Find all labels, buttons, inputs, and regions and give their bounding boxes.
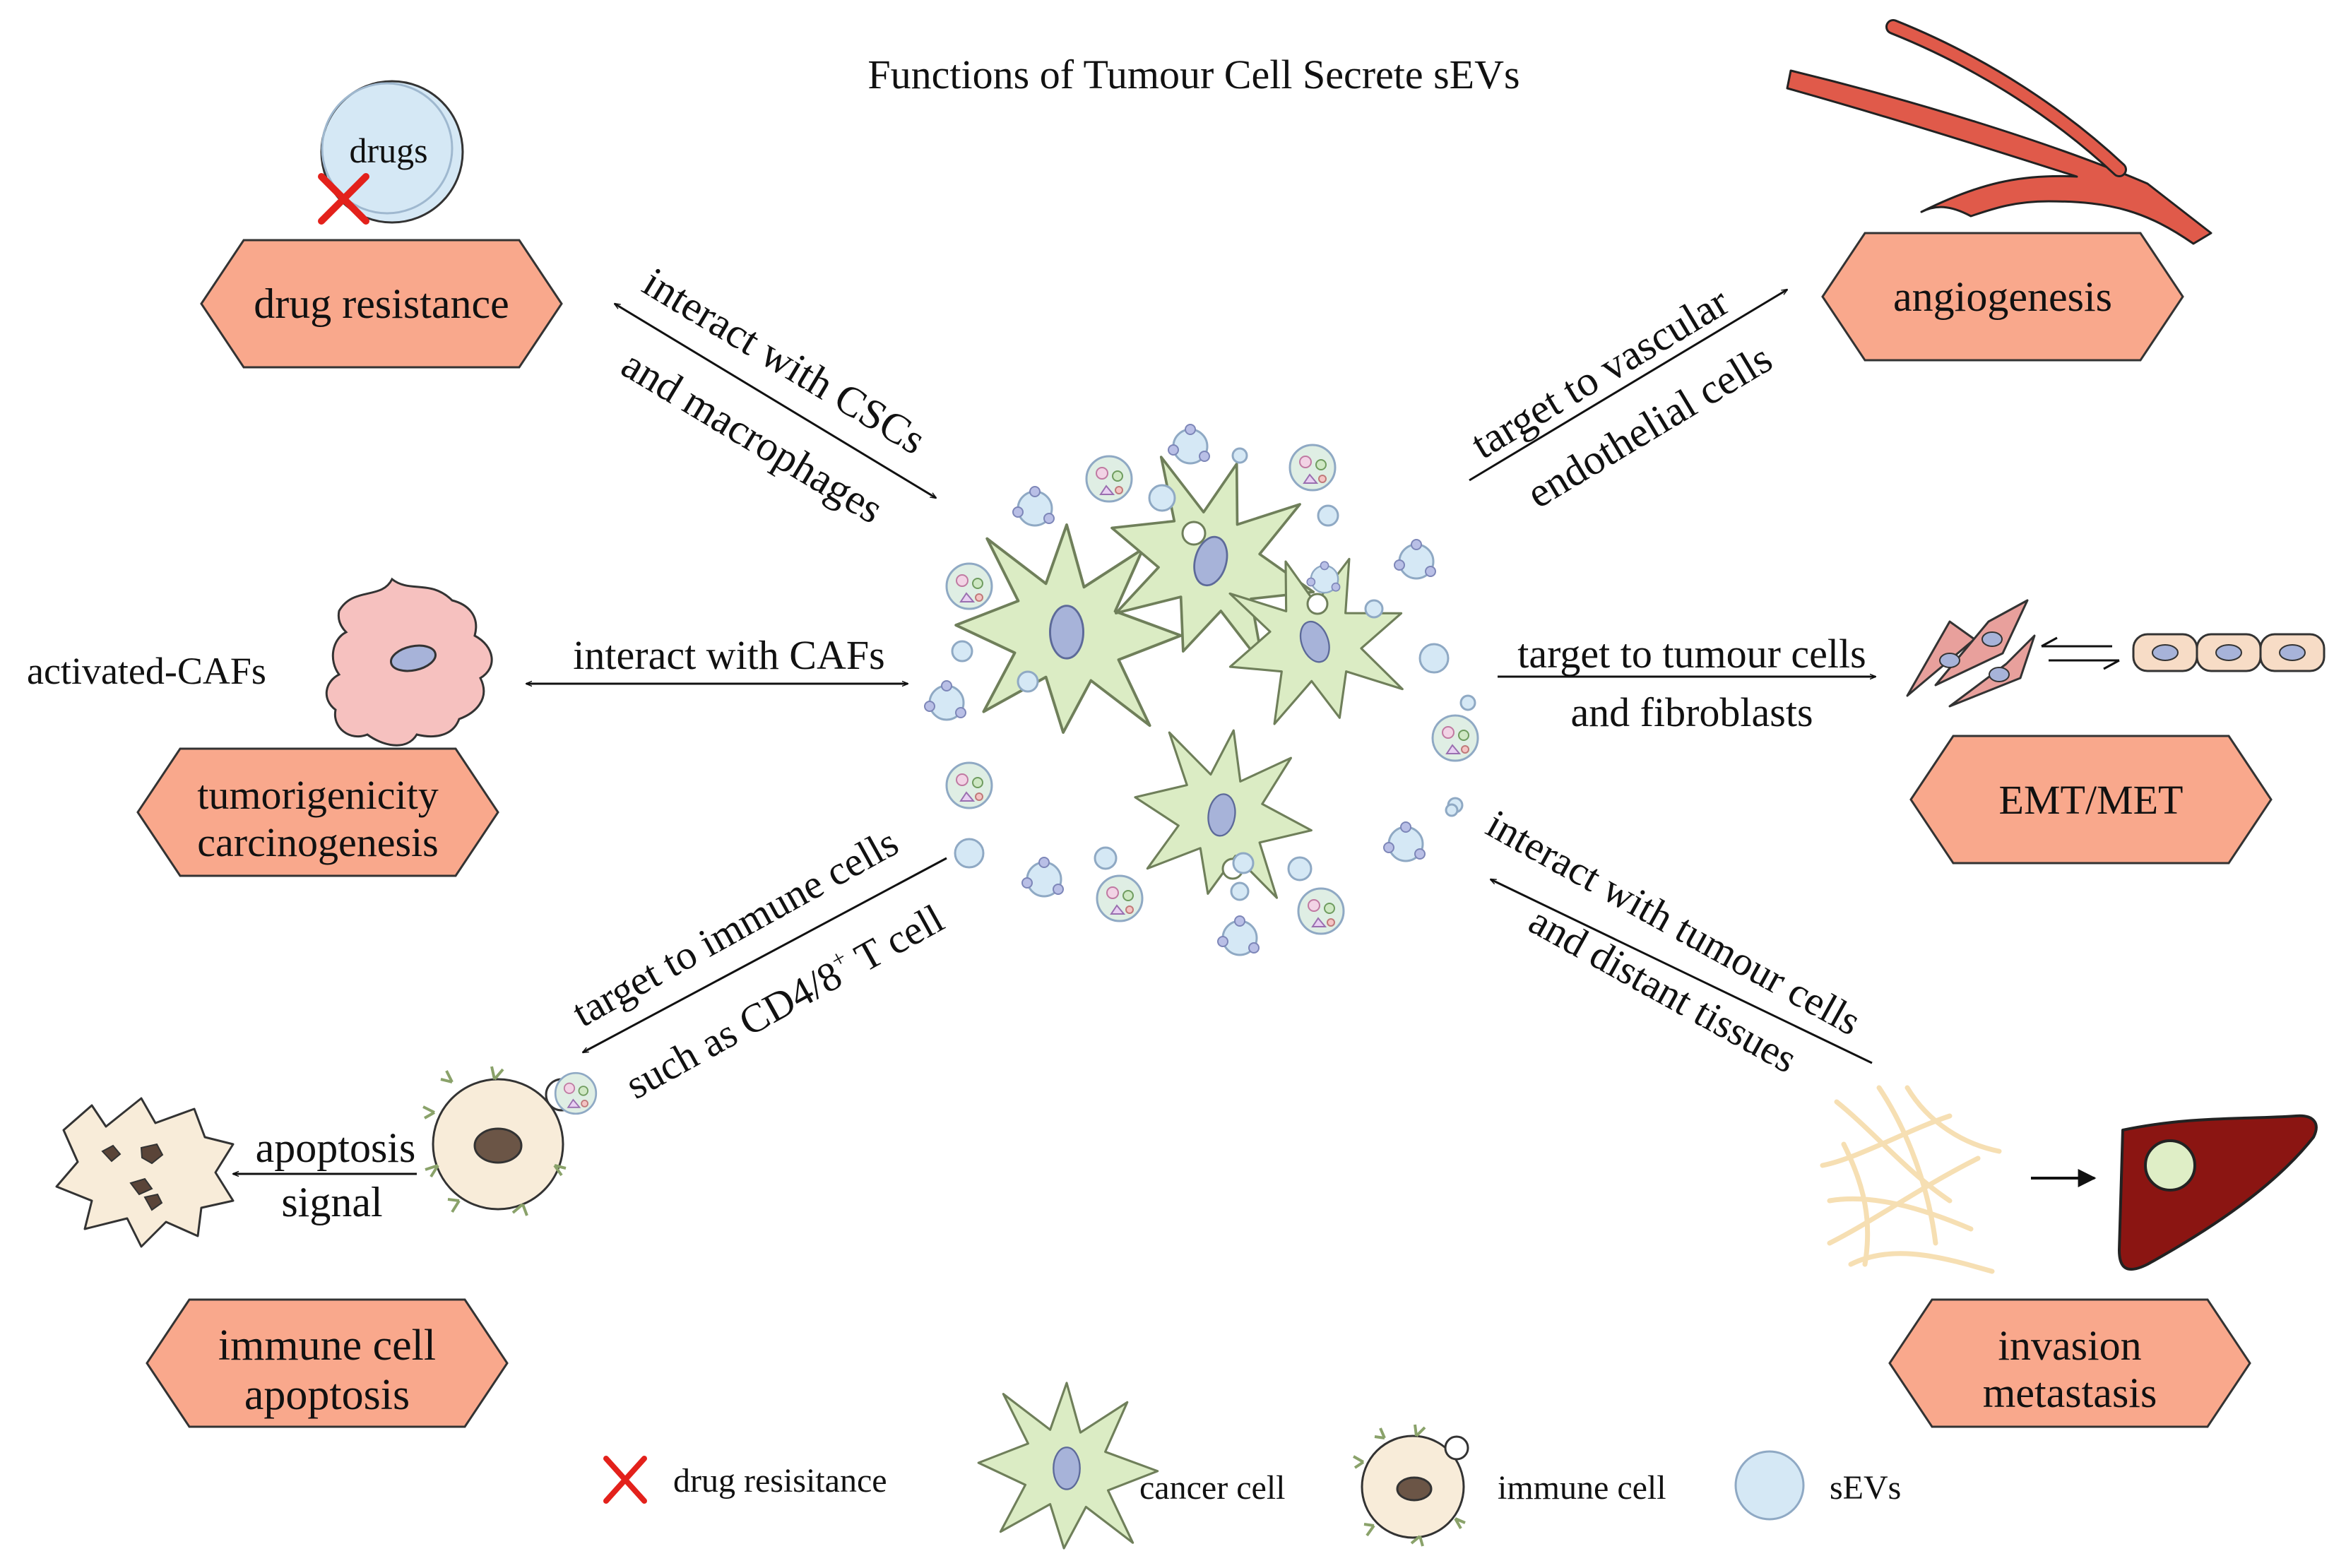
- arrow-tumour-fibro-line1: target to tumour cells: [1517, 631, 1866, 677]
- function-angiogenesis: angiogenesis: [1893, 273, 2112, 320]
- immune-cell-icon: [422, 1066, 598, 1216]
- sev: [951, 640, 973, 663]
- legend-sevs: sEVs: [1830, 1469, 1901, 1507]
- function-drug-resistance: drug resistance: [254, 280, 509, 327]
- hexagon-drug-resistance: drug resistance: [200, 239, 563, 369]
- sev-dotted: [1393, 538, 1437, 580]
- arrow-cafs-label: interact with CAFs: [573, 632, 884, 678]
- sev-cargo: [945, 562, 993, 610]
- diagram-title: Functions of Tumour Cell Secrete sEVs: [867, 52, 1519, 97]
- function-tumorigenicity-line1: tumorigenicity: [197, 772, 439, 818]
- legend-cross-icon: [603, 1456, 647, 1504]
- sev: [1231, 447, 1248, 464]
- sev-dotted: [1167, 423, 1211, 465]
- hexagon-angiogenesis: angiogenesis: [1821, 232, 2184, 362]
- arrow-tumour-fibro-line2: and fibroblasts: [1570, 689, 1813, 735]
- sev-cargo: [1288, 444, 1337, 492]
- sev-dotted: [1216, 915, 1260, 956]
- sev: [1364, 599, 1384, 619]
- sev: [1418, 643, 1450, 674]
- legend-sev-icon: [1734, 1450, 1805, 1521]
- drugs-label: drugs: [349, 131, 427, 170]
- function-invasion-line2: metastasis: [1983, 1370, 2157, 1416]
- sev-cargo: [1431, 714, 1479, 762]
- sev-dotted: [1012, 485, 1055, 527]
- activated-cafs-label: activated-CAFs: [27, 650, 266, 692]
- liver-icon: [2118, 1114, 2318, 1271]
- blood-vessel-icon: [1786, 19, 2212, 245]
- sev-cargo: [945, 761, 993, 809]
- tumour-cell-cluster: [923, 423, 1479, 956]
- sev: [1232, 852, 1255, 874]
- sev: [1230, 881, 1250, 901]
- sev-cargo: [1096, 874, 1144, 922]
- sev: [1287, 856, 1313, 881]
- function-tumorigenicity-line2: carcinogenesis: [197, 819, 438, 865]
- hexagon-emt: EMT/MET: [1909, 735, 2273, 865]
- apoptosis-signal-line1: apoptosis: [256, 1124, 416, 1171]
- legend-cancer-cell-icon: [977, 1382, 1159, 1550]
- arrow-immune-line2: such as CD4/8+ T cell: [617, 895, 951, 1108]
- apoptotic-cell-icon: [55, 1097, 235, 1248]
- sev-dotted: [1305, 561, 1341, 594]
- tissue-fibers-icon: [1820, 1085, 2002, 1274]
- sev-dotted: [1021, 856, 1065, 898]
- sev-dotted: [923, 679, 967, 721]
- legend-immune-cell: immune cell: [1498, 1469, 1666, 1507]
- legend: drug resisitance cancer cell immune cell…: [603, 1382, 1901, 1550]
- emt-reversible-arrows: [2041, 636, 2120, 670]
- legend-cancer-cell: cancer cell: [1139, 1469, 1285, 1507]
- arrow-csc-line2: and macrophages: [614, 340, 891, 533]
- sev: [1148, 484, 1176, 512]
- function-invasion-line1: invasion: [1998, 1322, 2141, 1369]
- caf-cell-icon: [325, 577, 493, 747]
- sev: [1094, 846, 1118, 870]
- hexagon-tumorigenicity: tumorigenicity carcinogenesis: [136, 747, 499, 877]
- legend-drug-resistance: drug resisitance: [673, 1462, 887, 1499]
- function-emt: EMT/MET: [1999, 777, 2184, 823]
- cross-icon: [318, 173, 369, 225]
- sev: [1459, 694, 1476, 711]
- legend-immune-cell-icon: [1353, 1424, 1469, 1547]
- sev: [954, 838, 985, 869]
- sev: [1445, 803, 1459, 817]
- sev-cargo: [1085, 455, 1133, 503]
- sev-cargo: [1297, 887, 1345, 935]
- sev-dotted: [1382, 821, 1426, 862]
- function-immune-apoptosis-line1: immune cell: [218, 1321, 436, 1370]
- hexagon-immune-apoptosis: immune cell apoptosis: [146, 1298, 509, 1428]
- epithelial-cells-icon: [2132, 633, 2326, 672]
- arrow-csc: [615, 304, 936, 498]
- arrow-vascular: [1469, 290, 1787, 482]
- arrow-distant: [1491, 878, 1873, 1064]
- arrow-immune: [583, 857, 947, 1052]
- apoptosis-signal-line2: signal: [281, 1179, 382, 1225]
- sev: [1017, 670, 1039, 693]
- function-immune-apoptosis-line2: apoptosis: [244, 1371, 410, 1419]
- hexagon-invasion: invasion metastasis: [1888, 1298, 2251, 1428]
- sev: [1317, 504, 1339, 527]
- mesenchymal-cells-icon: [1906, 599, 2036, 708]
